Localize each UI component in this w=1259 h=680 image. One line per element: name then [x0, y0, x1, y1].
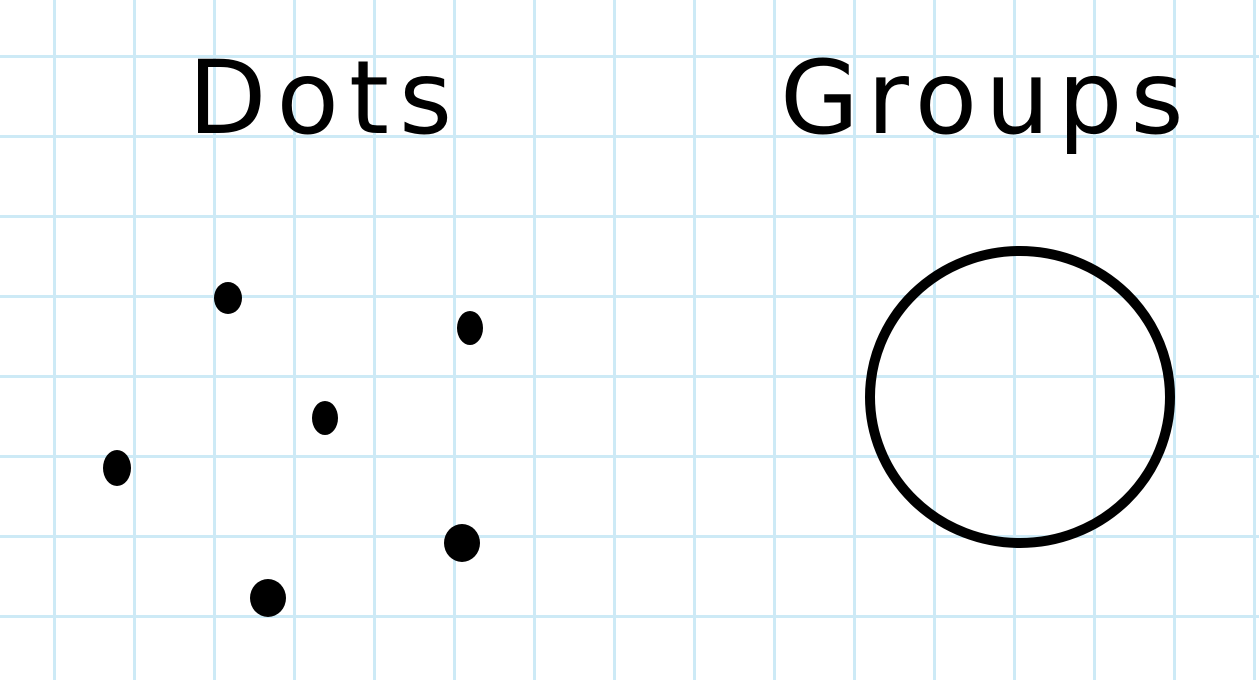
dot: [312, 401, 338, 435]
dot: [250, 579, 286, 617]
dots-heading: Dots: [188, 39, 463, 158]
dot: [444, 524, 480, 562]
dot: [214, 282, 242, 314]
group-circle: [865, 246, 1175, 548]
groups-heading: Groups: [780, 39, 1192, 158]
dot: [457, 311, 483, 345]
dot: [103, 450, 131, 486]
dots-cluster: [103, 282, 483, 617]
